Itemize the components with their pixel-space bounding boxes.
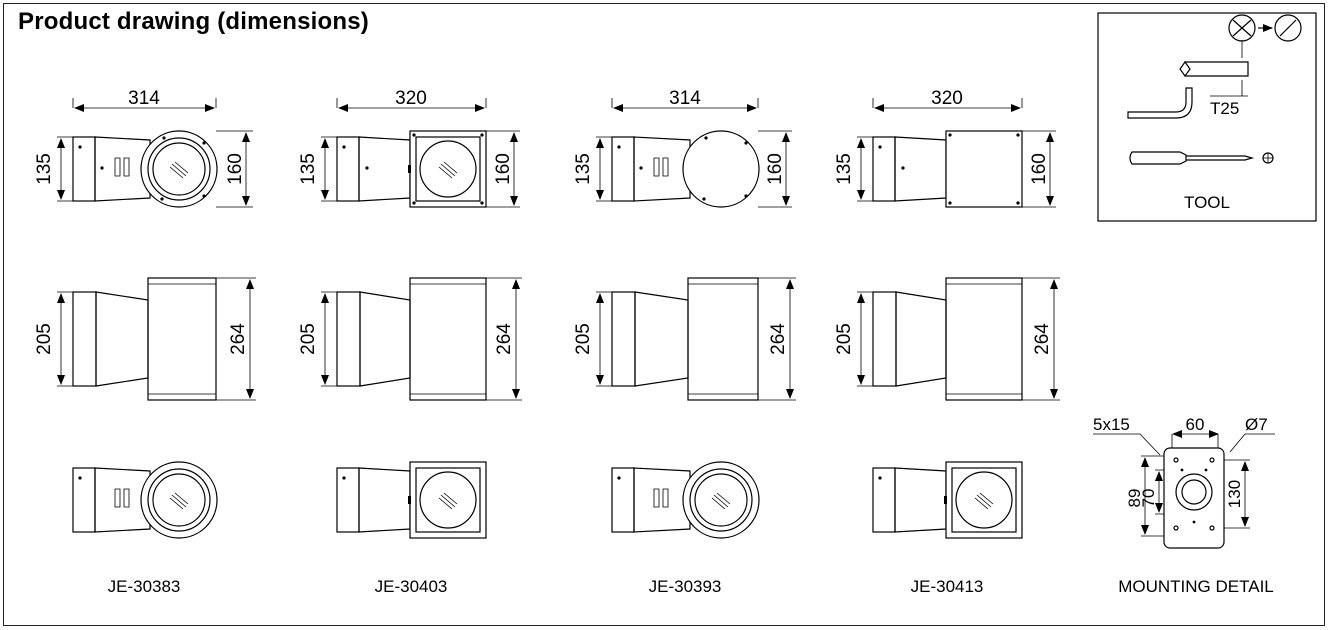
product-4-top-view: 320 135 160 [834,88,1056,208]
product-2-depth-rear: 205 [298,323,319,355]
page-title: Product drawing (dimensions) [18,8,369,35]
screw-conversion-icon [1228,14,1302,42]
product-2-top-view: 320 135 160 [298,88,520,208]
product-1-depth-front: 264 [228,323,249,355]
product-3-depth-rear: 205 [573,323,594,355]
product-3-code: JE-30393 [649,577,722,596]
product-1-drawing: 314 135 160 205 [34,88,256,596]
product-3-height-front: 160 [765,153,786,185]
product-1-top-view: 314 135 160 [34,88,253,208]
product-2-height-front: 160 [493,153,514,185]
mounting-dim-b: 70 [1139,489,1158,508]
mounting-dim-c: 130 [1225,480,1244,508]
tool-bit-label: T25 [1210,99,1239,118]
tool-box: T25 TOOL [1097,12,1317,222]
product-1-code: JE-30383 [108,577,181,596]
product-4-code: JE-30413 [911,577,984,596]
product-4-drawing: 320 135 160 205 264 [834,88,1060,596]
product-3-width: 314 [669,88,701,109]
product-2-code: JE-30403 [375,577,448,596]
product-2-bottom-view [336,461,487,539]
product-1-depth-rear: 205 [34,323,55,355]
product-3-side-view: 205 264 [573,277,796,401]
mounting-slot-label: 5x15 [1093,415,1130,434]
mounting-detail: 5x15 60 Ø7 89 70 130 MOUNTING DETAIL [1093,415,1275,596]
mounting-hole-label: Ø7 [1245,415,1268,434]
product-1-side-view: 205 264 [34,277,256,401]
product-4-depth-rear: 205 [834,323,855,355]
product-1-height-rear: 135 [34,153,55,185]
product-1-bottom-view [72,461,218,539]
product-1-width: 314 [128,88,160,109]
hex-key-icon: T25 [1127,40,1249,119]
product-2-width: 320 [395,88,427,109]
mounting-dim-a: 89 [1125,489,1144,508]
product-4-width: 320 [931,88,963,109]
product-4-height-front: 160 [1029,153,1050,185]
product-2-depth-front: 264 [494,323,515,355]
mounting-spacing-label: 60 [1186,415,1205,434]
tool-label: TOOL [1184,193,1230,212]
product-3-top-view: 314 135 160 [573,88,792,208]
product-3-drawing: 314 135 160 205 264 [573,88,796,596]
product-4-depth-front: 264 [1032,323,1053,355]
drawing-frame [3,3,1325,626]
product-3-height-rear: 135 [573,153,594,185]
product-2-drawing: 320 135 160 205 [298,88,522,596]
product-3-depth-front: 264 [768,323,789,355]
product-4-height-rear: 135 [834,153,855,185]
product-1-height-front: 160 [225,153,246,185]
mounting-detail-label: MOUNTING DETAIL [1118,577,1274,596]
product-2-height-rear: 135 [298,153,319,185]
product-2-side-view: 205 264 [298,277,522,401]
screwdriver-icon [1129,151,1274,165]
product-3-bottom-view [611,461,760,539]
product-4-side-view: 205 264 [834,277,1060,401]
product-4-bottom-view [872,461,1023,539]
